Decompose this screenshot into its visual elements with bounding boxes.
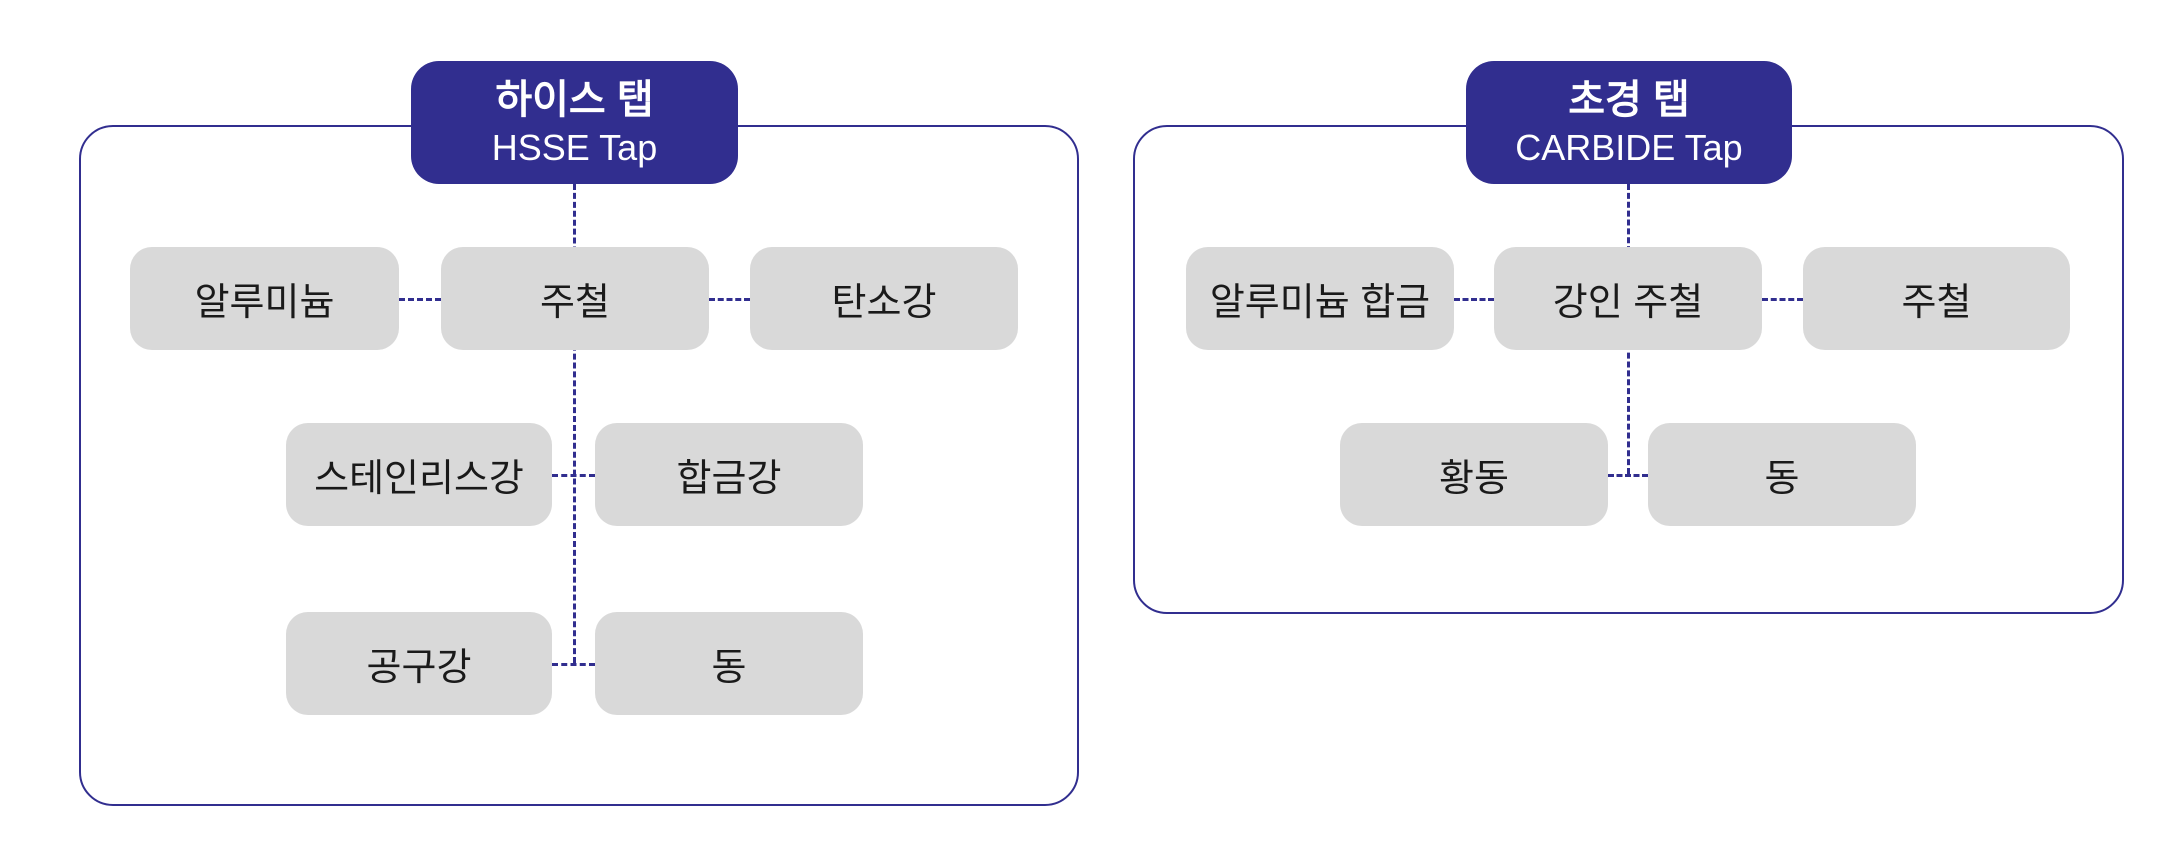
node-tool-steel: 공구강	[286, 612, 552, 715]
group-container-hsse	[79, 125, 1079, 806]
connector-hsse-row1-b	[709, 298, 750, 301]
connector-hsse-row3	[552, 663, 595, 666]
connector-carbide-row2	[1608, 474, 1648, 477]
connector-hsse-row1-a	[399, 298, 441, 301]
node-aluminum: 알루미늄	[130, 247, 399, 350]
group-title-english: CARBIDE Tap	[1515, 126, 1743, 168]
node-cast-iron: 주철	[1803, 247, 2070, 350]
group-title-english: HSSE Tap	[491, 126, 658, 168]
node-aluminum-alloy: 알루미늄 합금	[1186, 247, 1454, 350]
group-header-carbide: 초경 탭 CARBIDE Tap	[1466, 61, 1792, 184]
node-stainless-steel: 스테인리스강	[286, 423, 552, 526]
node-carbon-steel: 탄소강	[750, 247, 1018, 350]
group-container-carbide	[1133, 125, 2124, 614]
node-brass: 황동	[1340, 423, 1608, 526]
node-cast-iron: 주철	[441, 247, 709, 350]
connector-carbide-row1-b	[1762, 298, 1803, 301]
node-ductile-cast-iron: 강인 주철	[1494, 247, 1762, 350]
node-alloy-steel: 합금강	[595, 423, 863, 526]
connector-hsse-row2	[552, 474, 595, 477]
connector-carbide-row1-a	[1454, 298, 1494, 301]
group-title-korean: 초경 탭	[1568, 77, 1690, 122]
group-header-hsse: 하이스 탭 HSSE Tap	[411, 61, 738, 184]
connector-vertical-hsse	[573, 184, 576, 663]
node-copper: 동	[1648, 423, 1916, 526]
node-copper: 동	[595, 612, 863, 715]
group-title-korean: 하이스 탭	[495, 77, 654, 122]
